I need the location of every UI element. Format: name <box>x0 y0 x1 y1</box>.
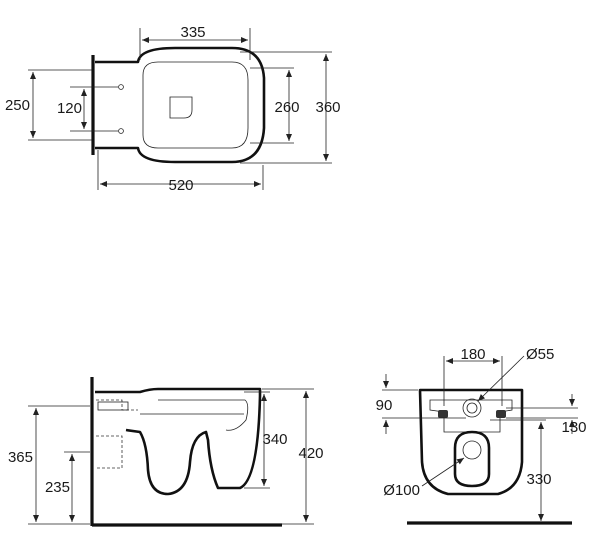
rear-mount-recess <box>429 399 513 433</box>
bolt-hole-left <box>438 410 448 418</box>
dim-hole-spacing: 120 <box>57 100 82 117</box>
fixing-hole-upper <box>118 84 124 90</box>
dim-seat-height: 260 <box>274 99 299 116</box>
dim-bolt-height: 130 <box>561 419 586 436</box>
seat-opening-outline <box>142 61 249 149</box>
outlet-pipe-dashed <box>96 435 123 469</box>
dim-outlet-height: 235 <box>45 479 70 496</box>
inlet-circle-outer <box>462 398 482 418</box>
dim-total-height: 365 <box>8 449 33 466</box>
rear-view: 180 Ø55 90 130 330 Ø100 <box>376 346 587 525</box>
flush-plate-outline <box>169 96 193 119</box>
dim-rim-height: 340 <box>262 431 287 448</box>
dim-horizontal-spacing: 180 <box>460 346 485 363</box>
bowl-top-outline <box>95 46 266 164</box>
top-view: 335 250 120 260 360 520 <box>5 24 341 194</box>
dim-seat-width: 335 <box>180 24 205 41</box>
dim-inlet-height: 90 <box>376 397 393 414</box>
bolt-hole-right <box>496 410 506 418</box>
bowl-rear-outline <box>418 388 524 496</box>
bowl-side-outline <box>95 387 262 496</box>
dim-outer-height: 250 <box>5 97 30 114</box>
dim-outlet-diameter: Ø100 <box>383 482 420 499</box>
dim-outlet-height-rear: 330 <box>526 471 551 488</box>
dim-inlet-diameter: Ø55 <box>526 346 554 363</box>
side-view: 365 235 340 420 <box>8 377 324 527</box>
inlet-circle-inner <box>466 402 478 414</box>
outlet-inner-circle <box>462 440 482 460</box>
inlet-pipe-dashed <box>96 399 138 411</box>
outlet-opening <box>453 430 491 488</box>
dim-total-length: 520 <box>168 177 193 194</box>
dim-front-depth: 420 <box>298 445 323 462</box>
dim-total-depth: 360 <box>315 99 340 116</box>
bowl-inner-rim <box>158 399 249 431</box>
fixing-hole-lower <box>118 128 124 134</box>
inlet-connector <box>97 401 129 411</box>
